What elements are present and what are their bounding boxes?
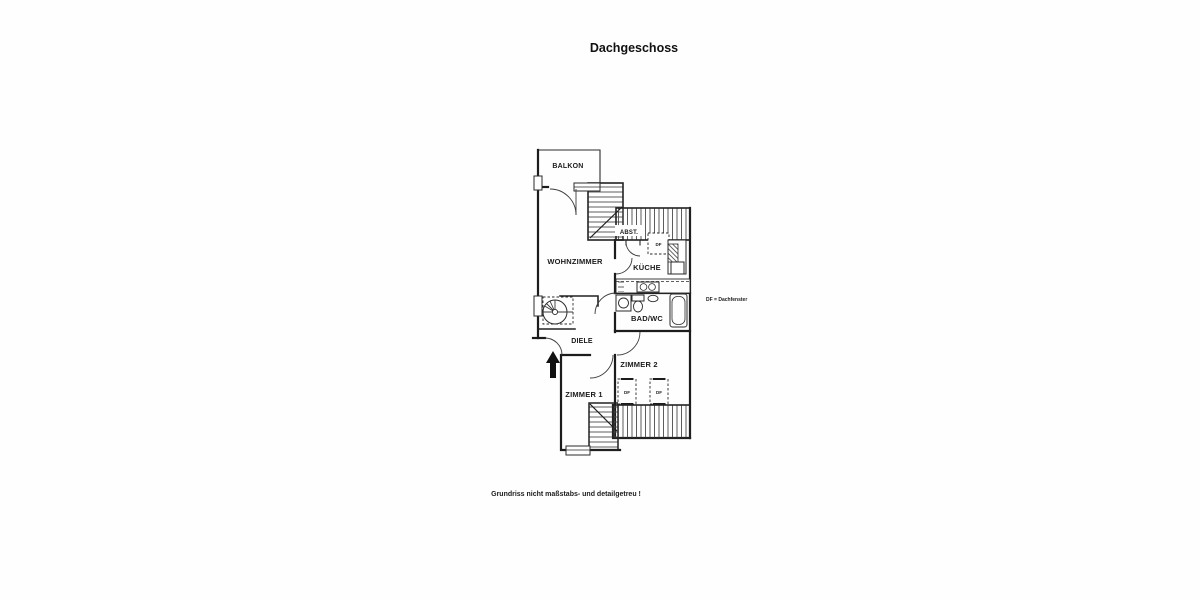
bathtub: [669, 293, 688, 328]
west-window-2: [533, 295, 543, 317]
diele-room: DIELE: [544, 337, 593, 378]
abst-door-arc: [625, 242, 641, 257]
abstellraum-label: ABST.: [620, 230, 638, 236]
zimmer2-room: ZIMMER 2 DF DF: [616, 331, 669, 405]
chimney-shaft: [667, 239, 687, 275]
balkon-room: BALKON: [537, 149, 601, 188]
spiral-staircase: [542, 296, 574, 325]
kitchen-sink: [636, 281, 660, 293]
bad-wc-label: BAD/WC: [631, 314, 663, 323]
kueche-room: KÜCHE DF: [615, 232, 691, 294]
skylight-zimmer2-a: DF: [617, 378, 637, 405]
zimmer1-room: ZIMMER 1: [565, 354, 619, 456]
skylight-zimmer2-b: DF: [649, 378, 669, 405]
bidet: [647, 294, 659, 303]
zimmer1-label: ZIMMER 1: [565, 390, 602, 399]
kueche-door-arc: [615, 257, 633, 275]
roof-slope-band-bottom: [612, 404, 691, 439]
diele-label: DIELE: [571, 338, 593, 345]
kitchen-counter: [615, 278, 691, 294]
disclaimer-note: Grundriss nicht maßstabs- und detailgetr…: [491, 491, 641, 498]
entrance-arrow: [546, 351, 560, 378]
bad-door-arc: [594, 292, 617, 315]
entrance-door-arc: [544, 337, 563, 356]
skylight-kueche-label: DF: [656, 242, 662, 247]
wohnzimmer-label: WOHNZIMMER: [547, 257, 603, 266]
zimmer2-label: ZIMMER 2: [620, 360, 657, 369]
west-window-1: [533, 175, 543, 191]
skylight-zimmer2-b-label: DF: [656, 390, 662, 395]
skylight-zimmer2-a-label: DF: [624, 390, 630, 395]
toilet: [631, 294, 645, 313]
bad-wc-room: BAD/WC: [594, 292, 688, 328]
washbasin: [615, 294, 632, 312]
skylight-kueche: DF: [647, 232, 670, 255]
skylight-legend: DF = Dachfenster: [706, 297, 747, 303]
zimmer1-window: [565, 445, 591, 456]
wohnzimmer-room: WOHNZIMMER: [533, 175, 603, 317]
zimmer2-door-arc: [616, 331, 641, 356]
page-title: Dachgeschoss: [590, 41, 678, 55]
zimmer1-door-arc: [589, 354, 614, 379]
balcony-door-arc: [549, 188, 577, 216]
kueche-label: KÜCHE: [633, 263, 661, 272]
balkon-label: BALKON: [552, 163, 583, 170]
